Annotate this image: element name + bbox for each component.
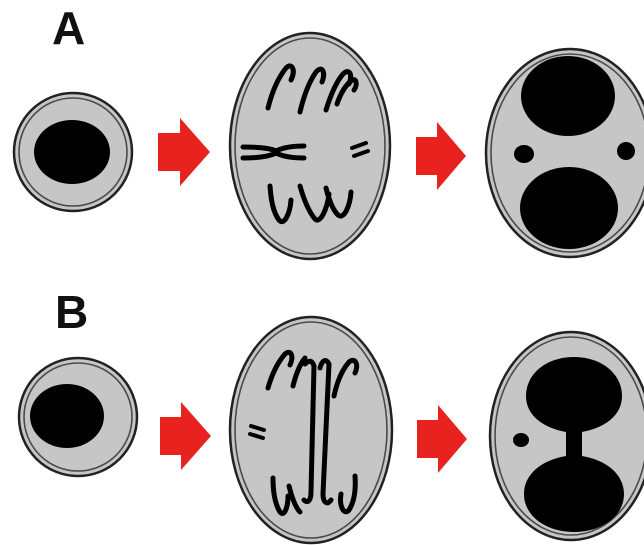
micronucleus — [617, 142, 635, 160]
red-arrow-icon — [416, 122, 466, 190]
row-b-interphase-cell — [19, 358, 137, 476]
micronucleus — [513, 433, 529, 447]
row-label-a: A — [52, 2, 85, 54]
nucleus — [34, 120, 110, 184]
row-b-dividing-cell — [230, 317, 392, 543]
row-b: B — [19, 286, 644, 543]
micronucleus — [514, 145, 534, 163]
row-b-daughter-cell — [490, 332, 644, 540]
daughter-nucleus — [521, 56, 615, 136]
row-label-b: B — [55, 286, 88, 338]
row-a: A — [14, 2, 644, 259]
row-a-dividing-cell — [230, 33, 390, 259]
red-arrow-icon — [158, 118, 210, 186]
row-a-daughter-cell — [486, 49, 644, 257]
nucleus — [30, 384, 104, 448]
red-arrow-icon — [417, 405, 467, 473]
row-a-interphase-cell — [14, 93, 132, 211]
red-arrow-icon — [160, 402, 211, 470]
daughter-nucleus — [520, 167, 618, 249]
